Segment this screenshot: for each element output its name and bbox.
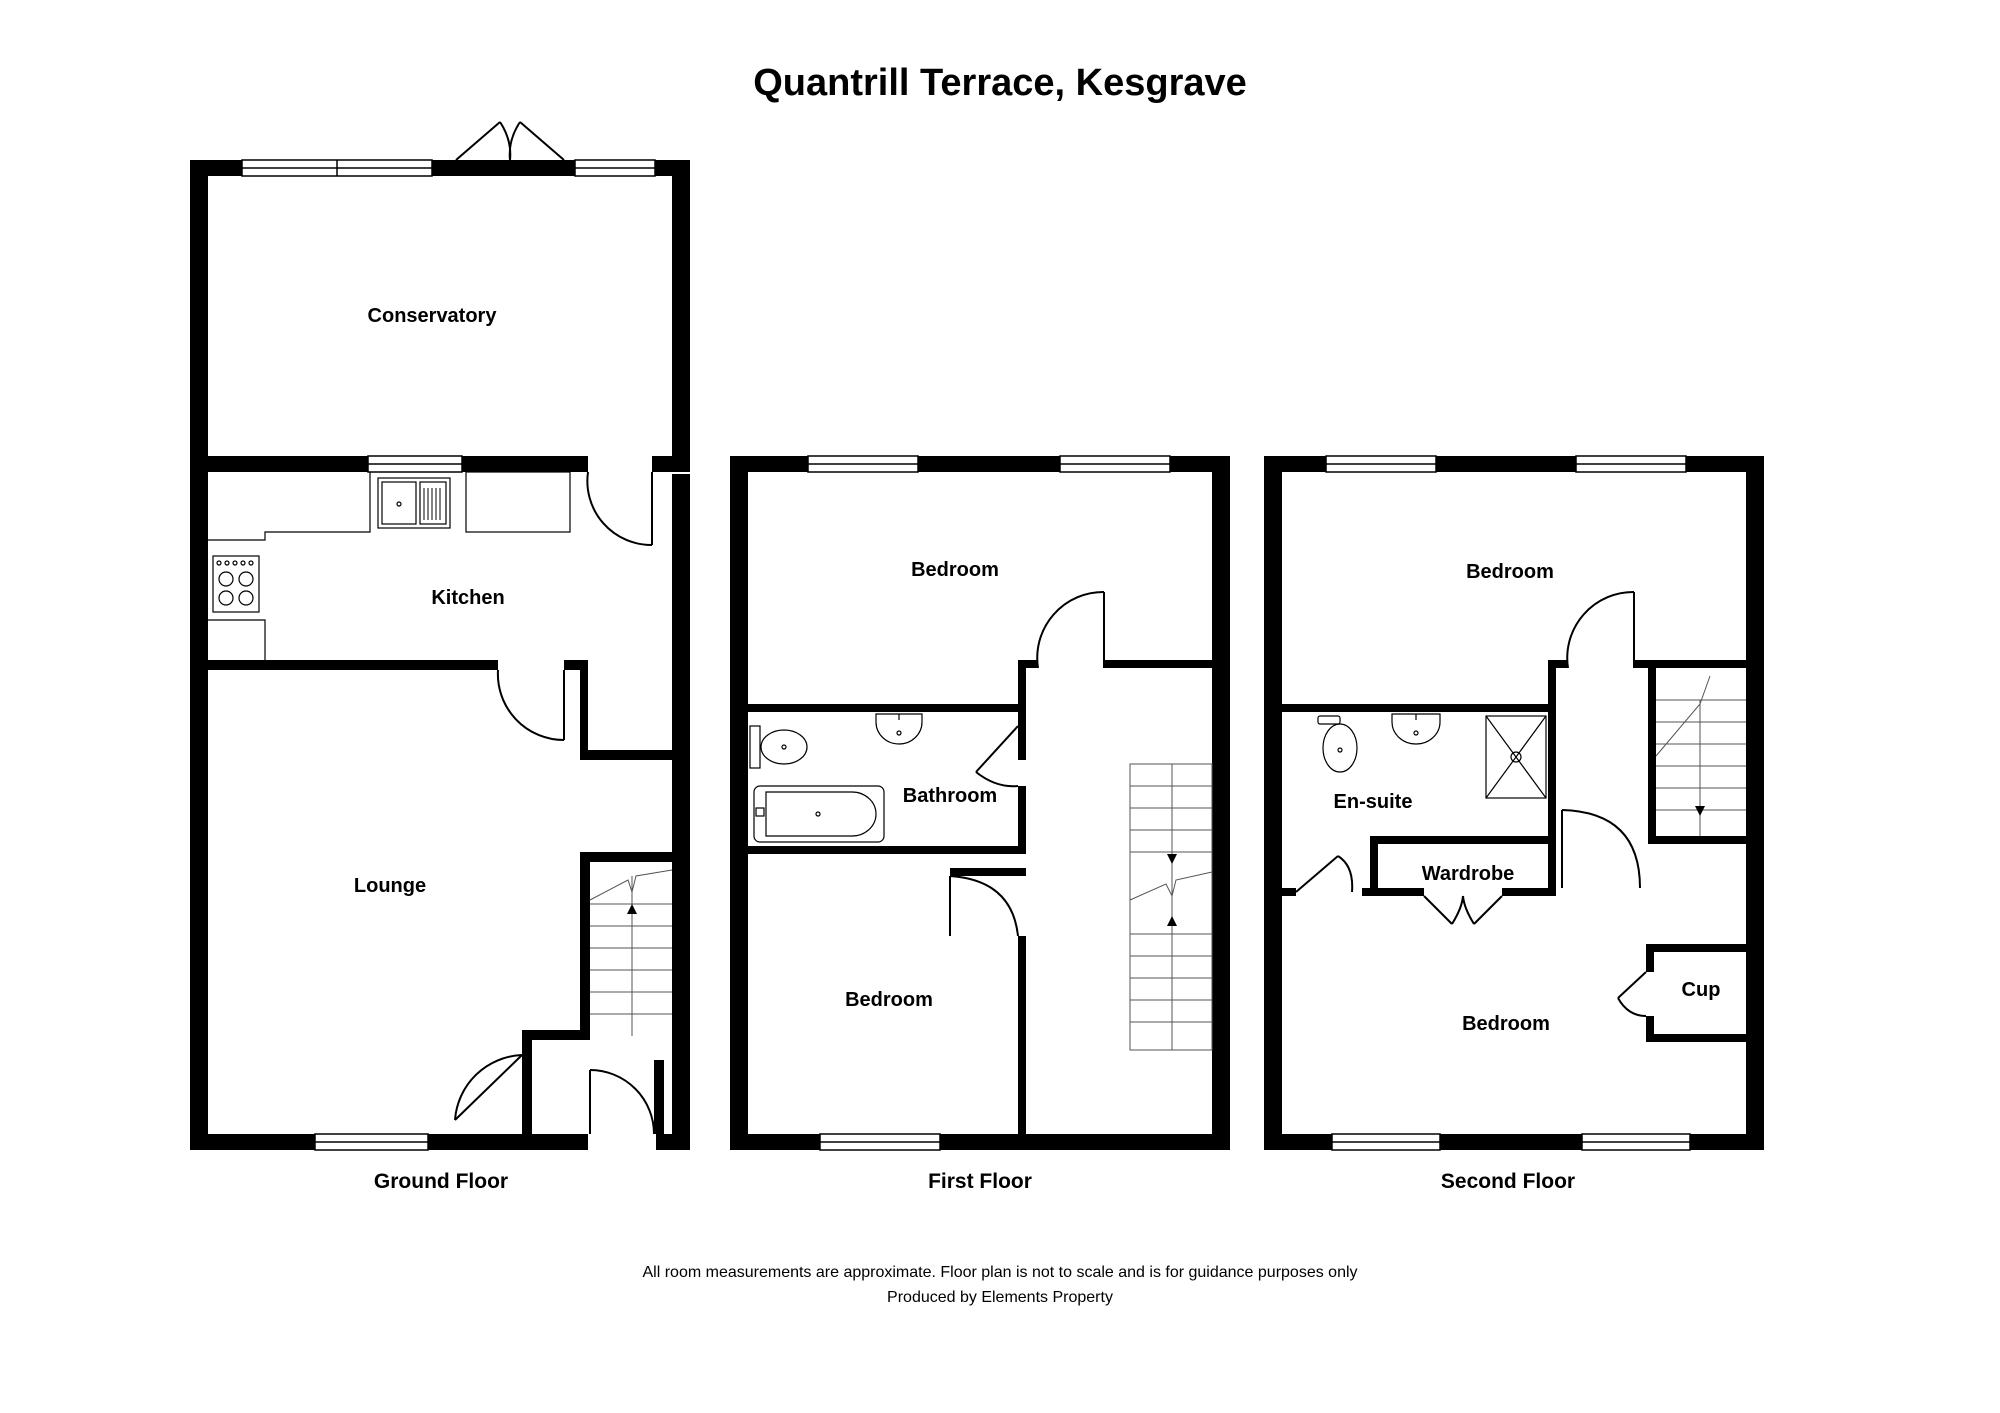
room-label-cupboard: Cup [1682,979,1721,1001]
first-floor-plan [730,455,1230,1151]
room-label-en-suite: En-suite [1334,791,1413,813]
disclaimer-text: All room measurements are approximate. F… [642,1264,1358,1281]
floor-label-ground: Ground Floor [373,1170,509,1193]
room-label-second-floor-bedroom-rear: Bedroom [1462,1013,1550,1035]
plan-title: Quantrill Terrace, Kesgrave [753,62,1247,104]
room-label-kitchen: Kitchen [431,587,504,609]
room-label-lounge: Lounge [354,875,426,897]
room-label-wardrobe: Wardrobe [1422,863,1515,885]
room-label-bathroom: Bathroom [903,785,997,807]
second-floor-plan [1264,455,1764,1151]
producer-credit: Produced by Elements Property [887,1289,1113,1306]
room-label-first-floor-bedroom-rear: Bedroom [845,989,933,1011]
room-label-conservatory: Conservatory [368,305,498,327]
ground-floor-plan [190,121,690,1151]
floor-label-second: Second Floor [1440,1170,1576,1193]
room-label-second-floor-bedroom-front: Bedroom [1466,561,1554,583]
room-label-first-floor-bedroom-front: Bedroom [911,559,999,581]
floor-label-first: First Floor [928,1170,1032,1193]
